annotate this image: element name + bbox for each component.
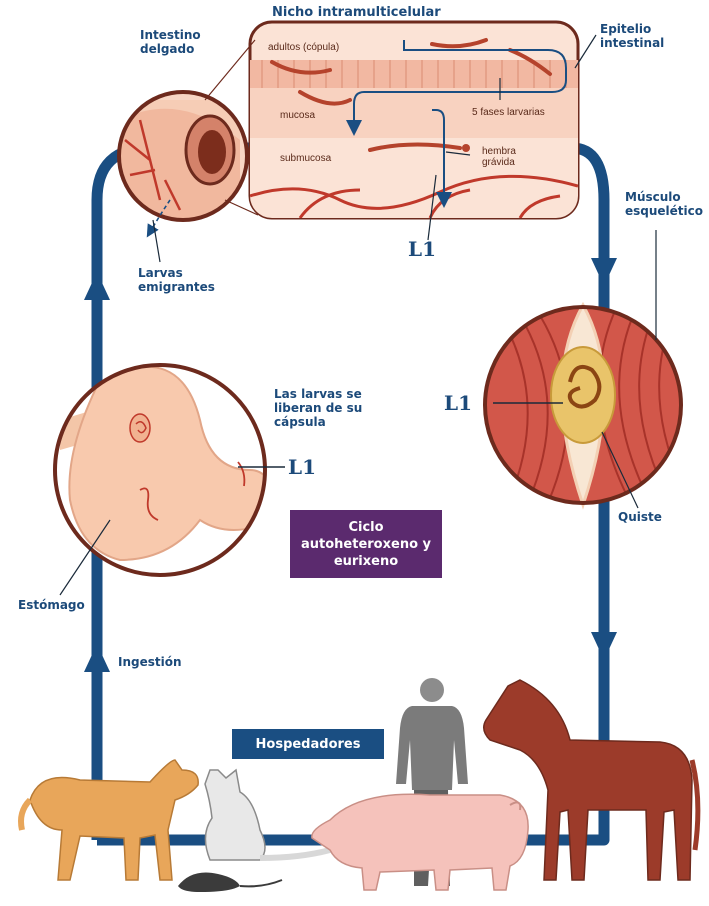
musculo-label: Músculo esquelético xyxy=(625,190,705,218)
rat-icon xyxy=(178,873,282,893)
estomago-label: Estómago xyxy=(18,598,85,612)
hosts-animals xyxy=(21,678,698,892)
ingestion-label: Ingestión xyxy=(118,655,182,669)
l1-stomach-label: L1 xyxy=(288,456,316,478)
cat-icon xyxy=(205,770,330,860)
mucosa-label: mucosa xyxy=(280,110,315,121)
nicho-label: Nicho intramulticelular xyxy=(272,6,441,20)
stomach-icon xyxy=(55,365,285,595)
arrow-down-icon xyxy=(591,632,617,660)
adultos-label: adultos (cópula) xyxy=(268,42,339,53)
hospedadores-label: Hospedadores xyxy=(256,737,361,752)
l1-muscle-label: L1 xyxy=(444,392,472,414)
arrow-up-icon xyxy=(84,644,110,672)
hembra-label: hembra grávida xyxy=(482,146,532,168)
ciclo-box: Ciclo autoheteroxeno y eurixeno xyxy=(290,510,442,578)
ciclo-label: Ciclo autoheteroxeno y eurixeno xyxy=(301,519,431,570)
hospedadores-box: Hospedadores xyxy=(232,729,384,759)
arrow-up-icon xyxy=(84,272,110,300)
larvas-emigrantes-label: Larvas emigrantes xyxy=(138,266,228,294)
muscle-cyst-icon xyxy=(485,300,700,520)
epitelio-label: Epitelio intestinal xyxy=(600,22,690,50)
fases-label: 5 fases larvarias xyxy=(472,107,545,118)
liberan-label: Las larvas se liberan de su cápsula xyxy=(274,387,374,429)
arrow-down-icon xyxy=(591,258,617,286)
quiste-label: Quiste xyxy=(618,510,662,524)
dog-icon xyxy=(21,760,198,880)
l1-top-label: L1 xyxy=(408,238,436,260)
submucosa-label: submucosa xyxy=(280,153,331,164)
intestino-label: Intestino delgado xyxy=(140,28,210,56)
intestine-cross-section-icon xyxy=(110,40,258,232)
